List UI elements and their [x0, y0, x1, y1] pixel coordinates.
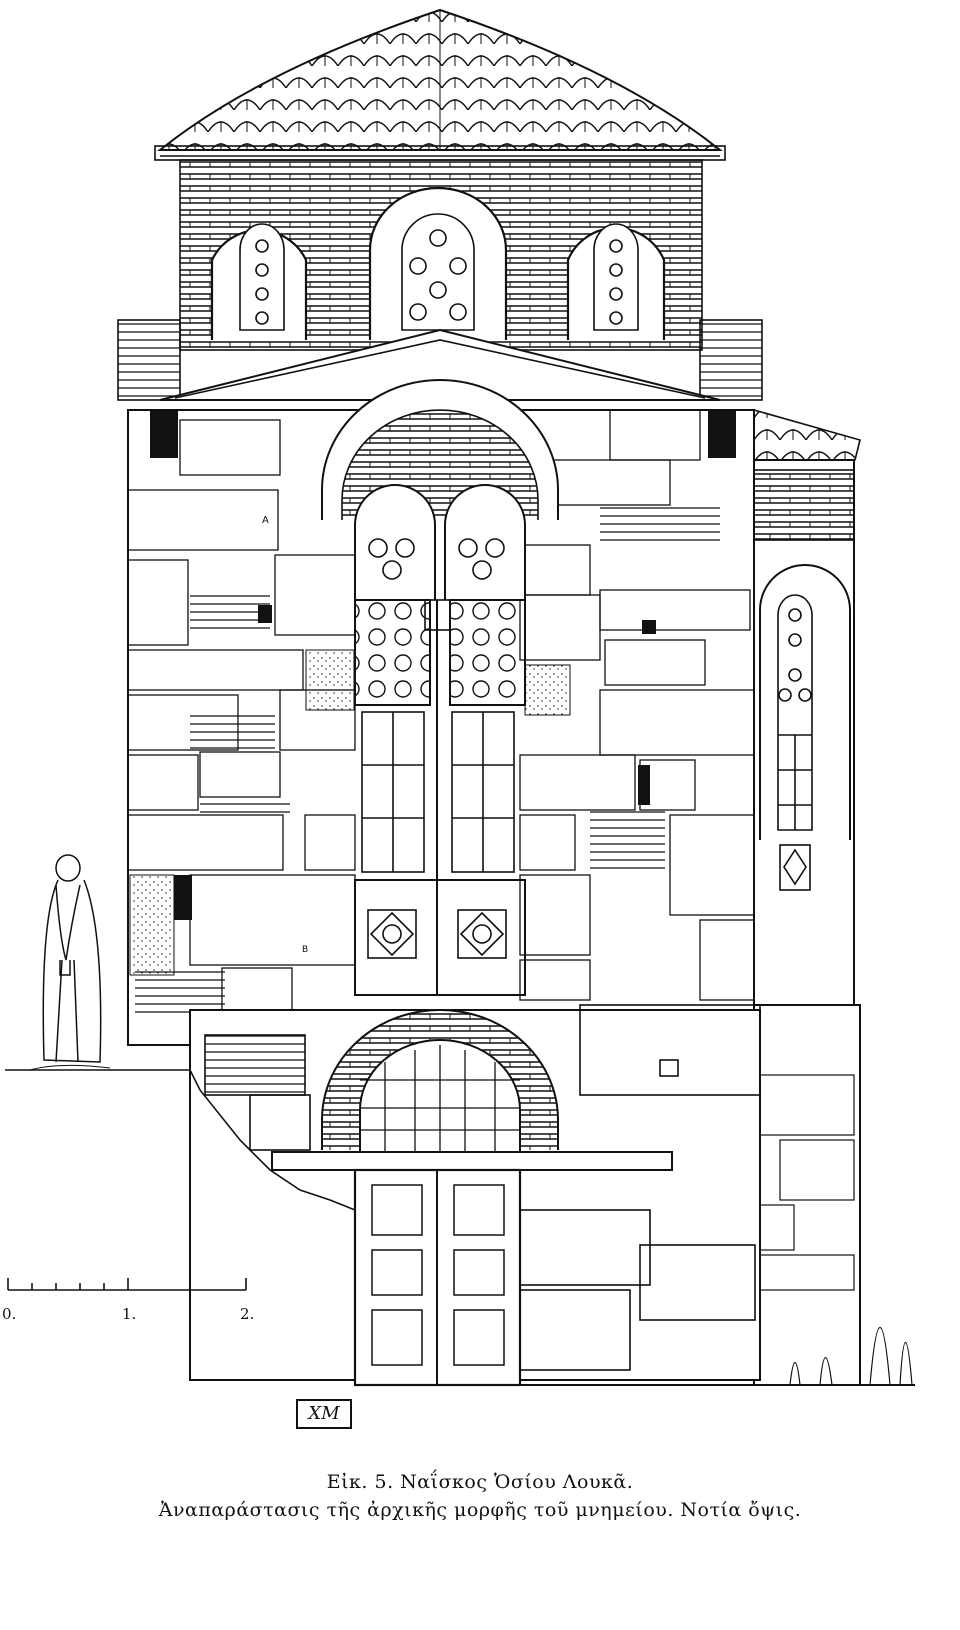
scale-label-2: 2.: [240, 1305, 255, 1323]
scale-label-1: 1.: [122, 1305, 137, 1323]
scale-bar: [7, 1278, 247, 1291]
drum-window-center: [368, 186, 508, 340]
svg-text:A: A: [262, 515, 269, 526]
left-corner-roof: [117, 319, 181, 401]
svg-text:B: B: [302, 945, 308, 955]
main-doorway: [353, 1168, 522, 1387]
right-corner-roof: [699, 319, 763, 401]
drum-window-left: [210, 223, 308, 340]
artist-monogram: ΧΜ: [296, 1399, 352, 1429]
caption-title: Εἰκ. 5. Ναΐσκος Ὁσίου Λουκᾶ.: [326, 1471, 634, 1493]
dome-roof: [154, 8, 726, 161]
central-window: [321, 379, 559, 996]
artist-initials: ΧΜ: [308, 1403, 340, 1424]
window-panel-right: [457, 909, 507, 959]
monk-figure: [29, 854, 111, 1071]
dome-drum: [179, 159, 703, 351]
drum-window-right: [566, 223, 666, 340]
lower-facade: [189, 1004, 761, 1387]
figure-caption: Εἰκ. 5. Ναΐσκος Ὁσίου Λουκᾶ. Ἀναπαράστασ…: [0, 1468, 960, 1524]
side-aisle: [753, 408, 861, 1386]
caption-description: Ἀναπαράστασις τῆς ἀρχικῆς μορφῆς τοῦ μνη…: [158, 1499, 802, 1521]
scale-label-0: 0.: [2, 1305, 17, 1323]
ground-line: [5, 1069, 915, 1386]
window-panel-left: [367, 909, 417, 959]
